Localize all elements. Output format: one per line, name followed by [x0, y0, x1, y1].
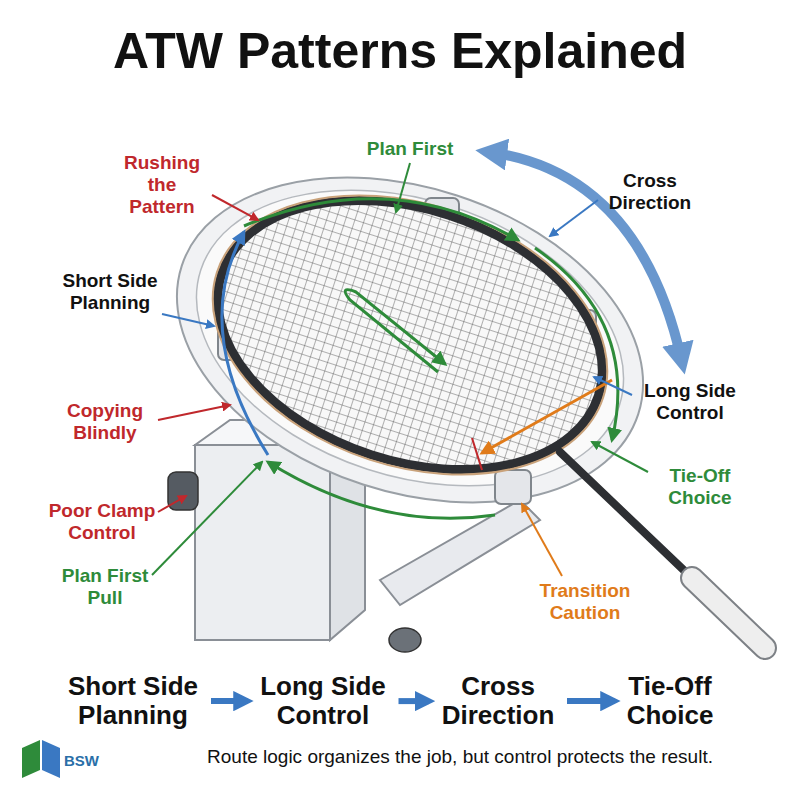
callout-label: Tie-Off Choice: [655, 465, 745, 509]
callout-label: Poor Clamp Control: [40, 500, 165, 544]
logo-text: BSW: [64, 752, 124, 769]
diagram-caption: Route logic organizes the job, but contr…: [90, 746, 800, 768]
diagram-title: ATW Patterns Explained: [0, 22, 800, 80]
callout-label: Cross Direction: [588, 170, 713, 214]
flow-arrow: [211, 698, 248, 704]
flow-arrow: [399, 698, 430, 704]
step-text: Long Side Control: [256, 672, 391, 730]
flow-step: Short Side Planning: [63, 672, 203, 730]
flow-arrow: [567, 698, 615, 704]
flow-step: Long Side Control: [256, 672, 391, 730]
flow-step: Tie-Off Choice: [623, 672, 718, 730]
callout-label: Copying Blindly: [55, 400, 155, 444]
step-text: Cross Direction: [437, 672, 559, 730]
step-text: Short Side Planning: [63, 672, 203, 730]
callout-label: Rushing the Pattern: [120, 152, 205, 218]
callout-label: Long Side Control: [635, 380, 745, 424]
flow-step: Cross Direction: [437, 672, 559, 730]
step-text: Tie-Off Choice: [623, 672, 718, 730]
callout-label: Transition Caution: [528, 580, 643, 624]
callout-label: Plan First Pull: [53, 565, 158, 609]
callout-label: Short Side Planning: [55, 270, 165, 314]
callout-label: Plan First: [340, 138, 480, 160]
